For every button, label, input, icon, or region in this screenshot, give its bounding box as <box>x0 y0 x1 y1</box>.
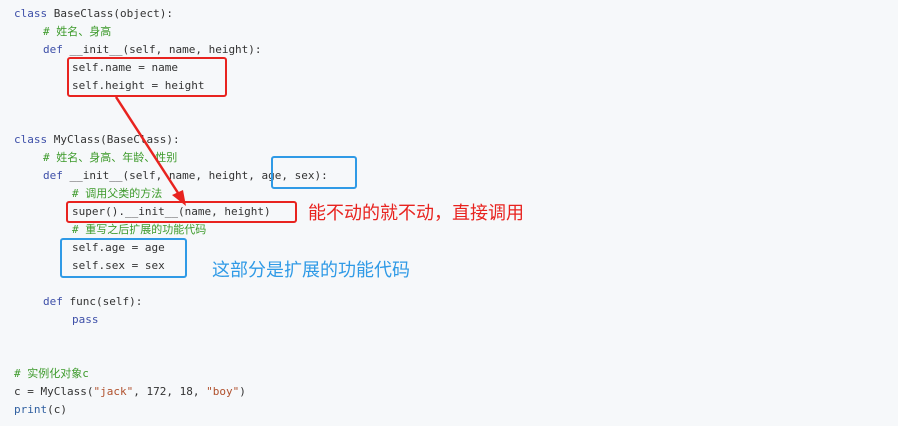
code-text: super().__init__(name, height) <box>72 205 271 218</box>
code-line: class BaseClass(object): <box>14 5 173 23</box>
string-literal: "boy" <box>206 385 240 398</box>
code-comment: # 姓名、身高、年龄、性别 <box>43 151 178 164</box>
code-line: # 调用父类的方法 <box>72 185 162 203</box>
code-text: self.sex = sex <box>72 259 165 272</box>
blue-highlight-box-new-params <box>271 156 357 189</box>
code-text: c = MyClass( <box>14 385 94 398</box>
red-highlight-box-base-attributes <box>67 57 227 97</box>
code-text: __init__(self, name, height, age, sex): <box>62 169 328 182</box>
code-line: # 姓名、身高、年龄、性别 <box>43 149 177 167</box>
code-line: def __init__(self, name, height, age, se… <box>43 167 328 185</box>
keyword: def <box>43 295 63 308</box>
code-text: (c) <box>47 403 67 416</box>
code-text: func(self): <box>62 295 143 308</box>
blue-annotation-text: 这部分是扩展的功能代码 <box>212 260 410 281</box>
code-line: # 重写之后扩展的功能代码 <box>72 221 206 239</box>
code-text: BaseClass(object): <box>47 7 173 20</box>
code-text: __init__(self, name, height): <box>62 43 262 56</box>
code-line: self.sex = sex <box>72 257 165 275</box>
code-line: self.age = age <box>72 239 165 257</box>
code-comment: # 实例化对象c <box>14 367 89 380</box>
string-literal: "jack" <box>93 385 134 398</box>
code-line: c = MyClass("jack", 172, 18, "boy") <box>14 383 246 401</box>
code-text: ) <box>239 385 246 398</box>
code-line: print(c) <box>14 401 67 419</box>
code-line: class MyClass(BaseClass): <box>14 131 180 149</box>
code-comment: # 调用父类的方法 <box>72 187 163 200</box>
code-text: self.height = height <box>72 79 205 92</box>
keyword: class <box>14 133 48 146</box>
keyword: pass <box>72 313 99 326</box>
code-line: self.name = name <box>72 59 178 77</box>
code-text: , 172, 18, <box>133 385 207 398</box>
code-line: pass <box>72 311 99 329</box>
code-line: self.height = height <box>72 77 204 95</box>
code-line: # 实例化对象c <box>14 365 89 383</box>
code-text: self.age = age <box>72 241 165 254</box>
code-line: def func(self): <box>43 293 142 311</box>
code-line: # 姓名、身高 <box>43 23 111 41</box>
keyword: class <box>14 7 48 20</box>
code-comment: # 姓名、身高 <box>43 25 112 38</box>
keyword: def <box>43 43 63 56</box>
code-line: super().__init__(name, height) <box>72 203 271 221</box>
blue-highlight-box-extended-code <box>60 238 187 278</box>
keyword: def <box>43 169 63 182</box>
code-text: MyClass(BaseClass): <box>47 133 180 146</box>
code-line: def __init__(self, name, height): <box>43 41 262 59</box>
builtin-function: print <box>14 403 48 416</box>
code-comment: # 重写之后扩展的功能代码 <box>72 223 207 236</box>
code-text: self.name = name <box>72 61 178 74</box>
red-annotation-text: 能不动的就不动，直接调用 <box>308 203 524 224</box>
